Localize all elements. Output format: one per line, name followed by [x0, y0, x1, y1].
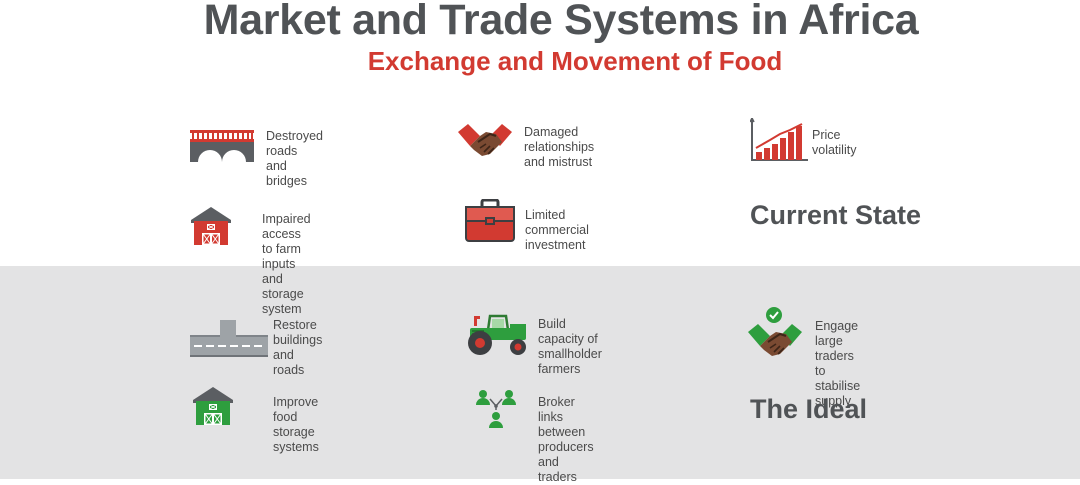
handshake-icon [456, 122, 514, 158]
current-state-heading: Current State [750, 200, 922, 230]
current-item-storage-label: Impaired access to farm inputs and stora… [262, 212, 311, 316]
bridge-icon [190, 130, 254, 162]
page-title: Market and Trade Systems in Africa [203, 0, 919, 44]
briefcase-icon [465, 199, 515, 243]
current-item-roads-label: Destroyed roads and bridges [266, 129, 323, 188]
barn-icon [190, 206, 232, 246]
ideal-heading: The Ideal [750, 394, 868, 424]
ideal-item-traders-label: Engage large traders to stabilise supply [815, 319, 861, 408]
handshake-check-icon [746, 306, 804, 358]
page-subtitle: Exchange and Movement of Food [367, 46, 783, 76]
network-people-icon [474, 388, 518, 430]
ideal-item-farmers-label: Build capacity of smallholder farmers [538, 317, 602, 376]
rising-bar-chart-icon [750, 118, 810, 162]
road-icon [190, 320, 268, 358]
ideal-item-roads-label: Restore buildings and roads [273, 318, 323, 377]
ideal-item-storage-label: Improve food storage systems [273, 395, 319, 454]
barn-icon [192, 386, 234, 426]
tractor-icon [466, 312, 528, 356]
current-item-investment-label: Limited commercial investment [525, 208, 589, 252]
current-item-relationships-label: Damaged relationships and mistrust [524, 125, 595, 169]
ideal-section-background [0, 266, 1080, 479]
ideal-item-links-label: Broker links between producers and trade… [538, 395, 594, 484]
current-item-prices-label: Price volatility [812, 128, 857, 157]
